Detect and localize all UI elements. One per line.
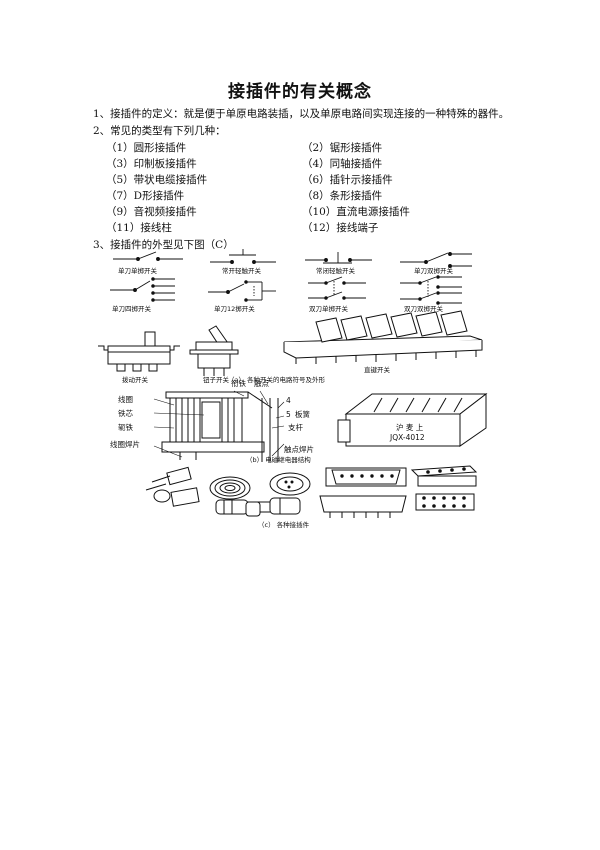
relay-label: 支杆 xyxy=(288,422,303,432)
figure-intro-line: 3、接插件的外型见下图（C） xyxy=(93,239,234,251)
type-item: （11）接线柱 xyxy=(106,222,172,234)
relay-label: 4 xyxy=(286,396,291,405)
switch-label: 常开轻触开关 xyxy=(222,266,262,275)
type-item: （4）同轴接插件 xyxy=(302,158,383,170)
definition-line: 1、接插件的定义：就是便于单原电路装插，以及单原电路间实现连接的一种特殊的器件。 xyxy=(93,108,510,120)
toggle-switch-drawing xyxy=(189,325,239,376)
switch-symbols-row1 xyxy=(113,249,472,268)
type-item: （10）直流电源接插件 xyxy=(302,206,410,218)
connectors-drawing xyxy=(145,465,478,518)
relay-label: 铁芯 xyxy=(118,408,133,418)
type-item: （5）带状电缆接插件 xyxy=(106,174,208,186)
relay-label: 5 xyxy=(286,410,291,419)
switch-label: 常闭轻触开关 xyxy=(316,266,356,275)
switch-label: 单刀四掷开关 xyxy=(112,304,152,313)
type-item: （7）D形接插件 xyxy=(106,190,185,202)
page-title: 接插件的有关概念 xyxy=(228,82,372,102)
figure-a-caption: （a） 各种开关的电路符号及外形 xyxy=(228,375,326,384)
switch-label: 单刀12掷开关 xyxy=(214,304,255,313)
slide-switch-drawing xyxy=(98,331,180,372)
relay-marking: JQX-4012 xyxy=(389,433,425,442)
relay-structure-drawing xyxy=(161,391,279,462)
switch-label: 单刀双掷开关 xyxy=(414,266,454,275)
relay-block-drawing xyxy=(337,392,488,447)
type-item: （8）条形接插件 xyxy=(302,190,383,202)
relay-label: 衔铁 xyxy=(231,378,246,388)
relay-label: 板簧 xyxy=(295,409,310,419)
relay-marking: 沪 麦 上 xyxy=(396,422,424,432)
relay-label: 轭铁 xyxy=(118,422,133,432)
type-item: （3）印制板接插件 xyxy=(106,158,197,170)
type-item: （2）锯形接插件 xyxy=(302,142,383,154)
part-label: 直键开关 xyxy=(364,365,391,374)
figure-c-caption: （c） 各种接插件 xyxy=(258,520,310,529)
switch-symbols-row2 xyxy=(110,275,462,305)
relay-label: 触点 xyxy=(254,378,269,388)
type-item: （1）圆形接插件 xyxy=(106,142,187,154)
relay-label: 线圈 xyxy=(118,394,133,404)
switch-label: 双刀单掷开关 xyxy=(309,304,349,313)
part-label: 拨动开关 xyxy=(122,375,149,384)
type-item: （6）插针示接插件 xyxy=(302,174,393,186)
switch-label: 双刀双掷开关 xyxy=(404,304,444,313)
part-label: 钮子开关 xyxy=(203,375,230,384)
relay-label: 触点焊片 xyxy=(284,444,314,454)
relay-label: 线圈焊片 xyxy=(110,439,140,449)
switch-label: 单刀单掷开关 xyxy=(118,266,158,275)
relay-leader-lines xyxy=(153,390,285,458)
types-heading: 2、常见的类型有下列几种： xyxy=(93,125,226,137)
type-item: （9）音视频接插件 xyxy=(106,206,197,218)
key-switch-drawing xyxy=(283,310,483,364)
type-item: （12）接线端子 xyxy=(302,222,379,234)
figure-b-caption: （b） 电磁继电器结构 xyxy=(246,455,311,464)
